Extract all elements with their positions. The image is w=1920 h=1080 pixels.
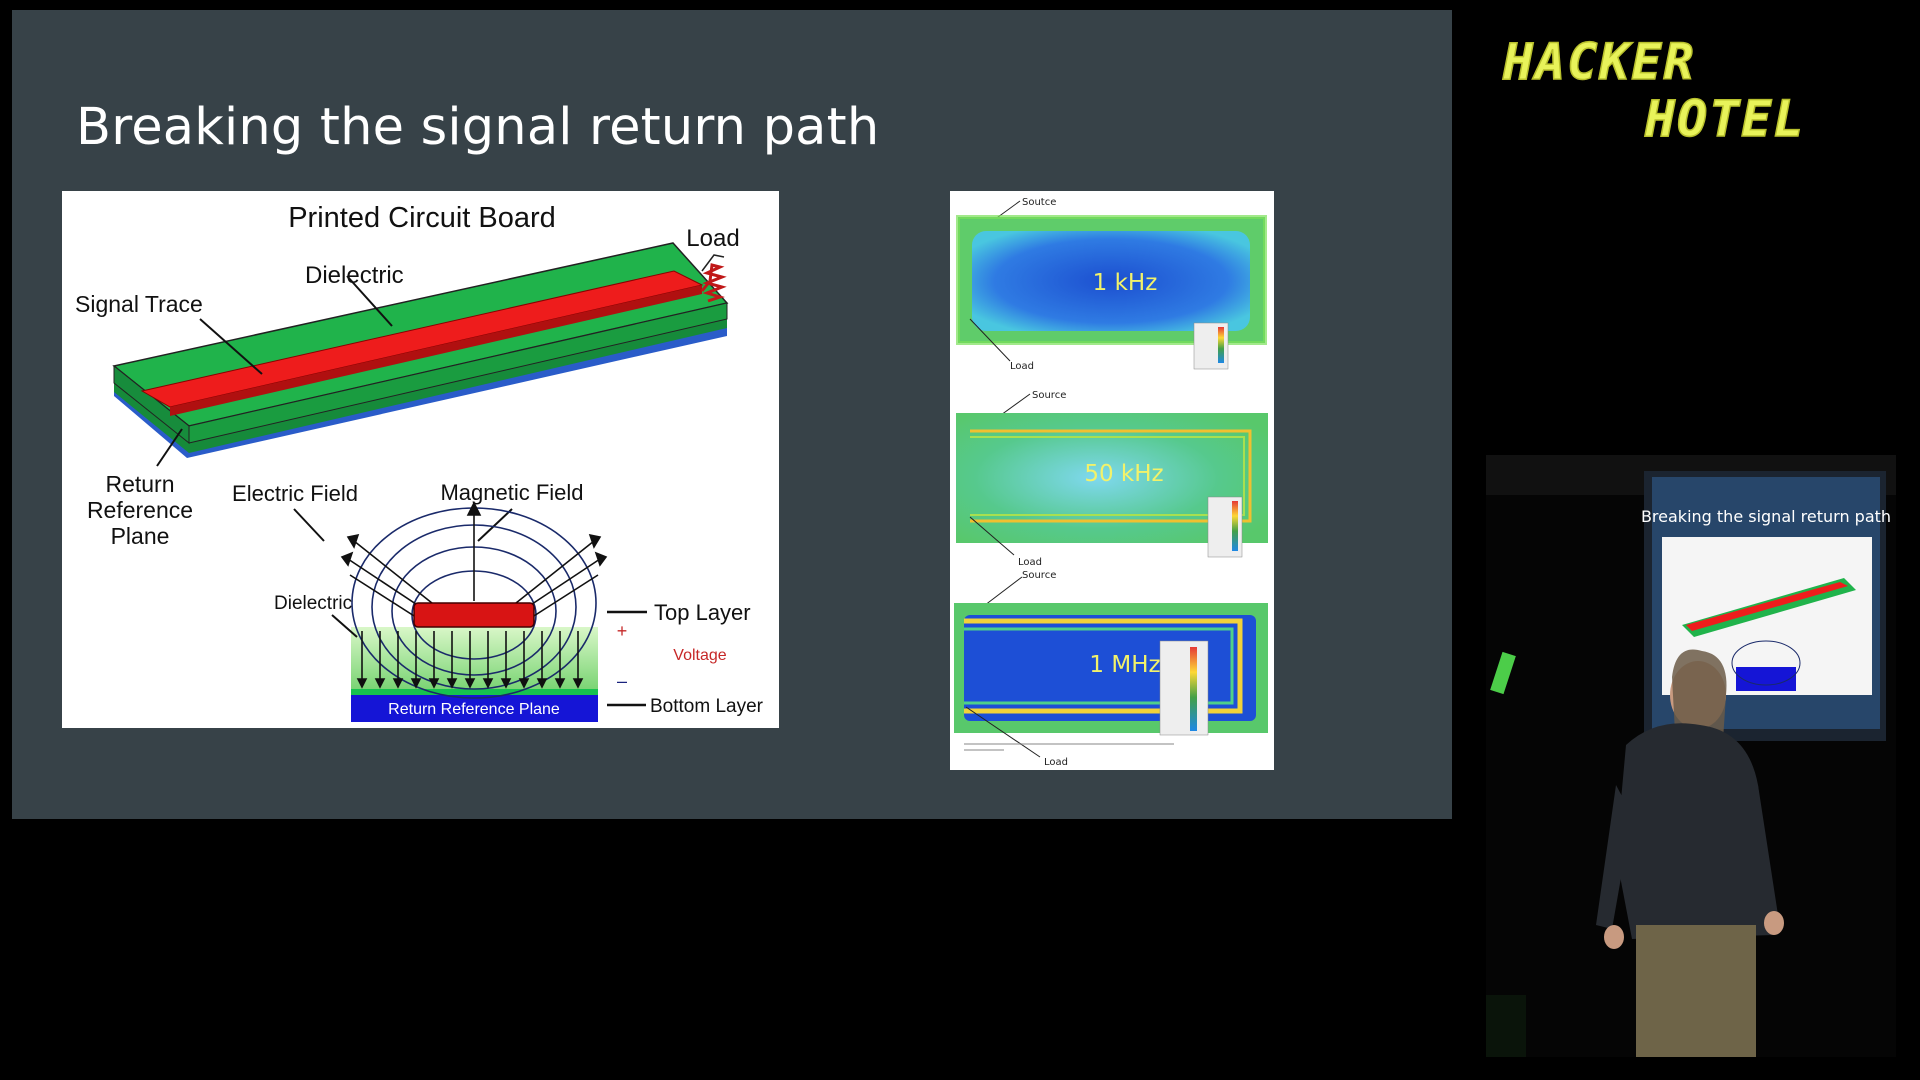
pcb-heading: Printed Circuit Board <box>288 202 556 234</box>
sim-load-label-1: Load <box>1010 361 1034 372</box>
speaker-figure <box>1596 649 1784 1057</box>
bottom-layer-label: Bottom Layer <box>650 696 764 717</box>
magnetic-field-label: Magnetic Field <box>440 480 583 505</box>
voltage-label: Voltage <box>673 647 726 664</box>
presentation-slide: Breaking the signal return path Printed … <box>12 10 1452 819</box>
hacker-hotel-logo: HACKER HOTEL <box>1495 32 1855 150</box>
logo-line-2: HOTEL <box>1644 90 1806 148</box>
load-resistor <box>700 263 727 303</box>
dielectric-label: Dielectric <box>305 262 404 289</box>
sim-source-label-3: Source <box>1022 570 1056 581</box>
logo-line-1: HACKER <box>1502 33 1696 91</box>
freq-label-50khz: 50 kHz <box>1084 461 1163 487</box>
sim-load-label-3: Load <box>1044 757 1068 768</box>
freq-label-1mhz: 1 MHz <box>1089 652 1160 678</box>
electric-field-label: Electric Field <box>232 481 358 506</box>
top-layer-label: Top Layer <box>654 600 751 625</box>
return-label-1: Return <box>105 471 174 497</box>
sim-source-label-2: Source <box>1032 390 1066 401</box>
minus-sign: – <box>617 671 627 691</box>
return-label-3: Plane <box>111 523 170 549</box>
speaker-camera-feed: Breaking the signal return path <box>1486 455 1896 1057</box>
slide-title: Breaking the signal return path <box>76 98 880 157</box>
sim-load-label-2: Load <box>1018 557 1042 568</box>
simulation-figure: Soutce 1 kHz Load Source 50 kHz Load Sou… <box>950 191 1274 770</box>
load-label: Load <box>686 225 739 252</box>
signal-trace-label: Signal Trace <box>75 291 203 317</box>
plus-sign: + <box>617 621 628 641</box>
pcb-diagram: Printed Circuit Board Load Dielectric Si… <box>62 191 779 728</box>
signal-trace-cross-section <box>413 602 535 628</box>
return-plane-label: Return Reference Plane <box>388 701 560 718</box>
sim-top-source-label: Soutce <box>1022 197 1056 208</box>
dielectric-cross-label: Dielectric <box>274 593 352 614</box>
dielectric-layer <box>351 627 598 697</box>
return-label-2: Reference <box>87 497 193 523</box>
stage-screen-title: Breaking the signal return path <box>1641 507 1891 526</box>
freq-label-1khz: 1 kHz <box>1093 270 1158 296</box>
